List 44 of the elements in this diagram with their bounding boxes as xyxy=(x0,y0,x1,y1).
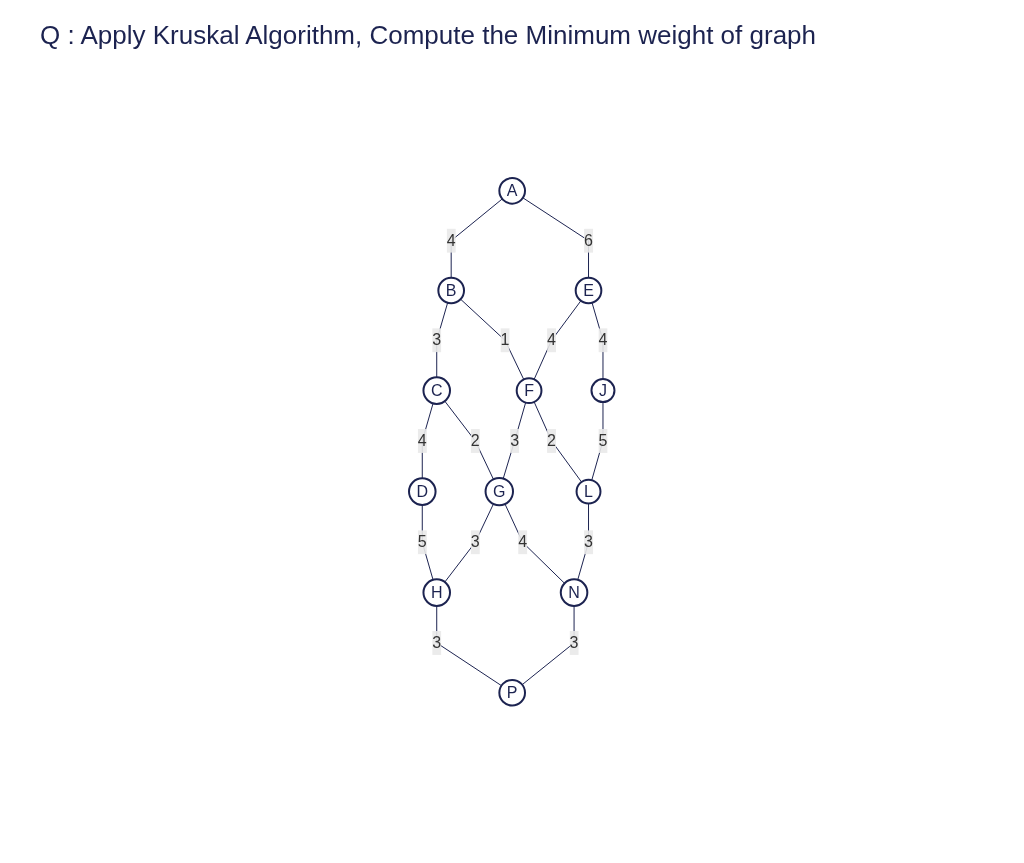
connector xyxy=(422,504,434,581)
connector xyxy=(522,197,590,279)
node-circle: L xyxy=(575,478,602,505)
connector xyxy=(591,302,604,380)
edge-label: 3 xyxy=(584,533,594,551)
connector xyxy=(533,300,582,380)
edge-label: 3 xyxy=(471,533,480,551)
connector xyxy=(460,298,525,381)
edge-label: 3 xyxy=(432,634,442,652)
node-circle: C xyxy=(422,376,452,406)
edge-label: 3 xyxy=(569,634,579,652)
node-circle: N xyxy=(560,578,589,608)
edge-label: 2 xyxy=(471,432,480,450)
edge-label: 6 xyxy=(584,231,594,249)
node-circle: J xyxy=(590,378,616,404)
node-circle: B xyxy=(437,276,466,305)
node-circle: D xyxy=(408,477,437,507)
edge-label: 4 xyxy=(447,231,456,249)
connector xyxy=(450,198,503,279)
connector xyxy=(444,503,495,583)
edge-label: 2 xyxy=(547,432,557,450)
connector xyxy=(504,503,566,585)
node-circle: E xyxy=(574,276,603,305)
node-circle: P xyxy=(498,679,527,707)
edge-label: 3 xyxy=(510,432,520,450)
connector xyxy=(533,401,583,483)
connector xyxy=(436,605,503,687)
connector xyxy=(444,400,495,480)
edge-label: 5 xyxy=(418,533,427,551)
connector xyxy=(521,605,575,686)
edge-label: 3 xyxy=(432,331,442,349)
edge-label: 4 xyxy=(598,331,608,349)
connector xyxy=(503,402,527,480)
edge-label: 1 xyxy=(500,331,510,349)
node-circle: H xyxy=(422,578,452,608)
edge-label: 4 xyxy=(518,533,528,551)
edge-label: 4 xyxy=(418,432,427,450)
question-title: Q : Apply Kruskal Algorithm, Compute the Minimum weight of graph xyxy=(39,19,817,52)
edge-label: 4 xyxy=(547,331,557,349)
connector xyxy=(591,401,604,481)
edge-label: 5 xyxy=(598,432,608,450)
node-circle: A xyxy=(498,177,527,205)
node-circle: F xyxy=(515,377,543,405)
node-circle: G xyxy=(484,477,515,507)
